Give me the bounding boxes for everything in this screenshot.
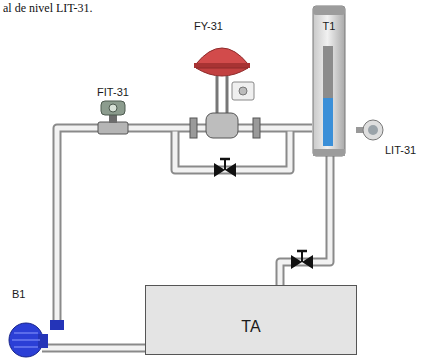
- process-pipe: [260, 128, 312, 129]
- pipe-bore: [57, 128, 90, 288]
- equipment-tag: TA: [146, 286, 356, 336]
- caption-fragment: al de nivel LIT-31.: [3, 1, 93, 16]
- pipe-bore: [136, 126, 190, 131]
- control-valve: FY-31: [190, 20, 260, 138]
- equipment-tag: FIT-31: [90, 86, 136, 99]
- return-valve: [291, 251, 313, 269]
- process-pipe: [64, 348, 145, 349]
- equipment-tag: B1: [4, 288, 64, 301]
- process-pipe: [57, 128, 90, 288]
- pipe-wall: [136, 124, 190, 133]
- pump: B1: [4, 288, 64, 360]
- control-valve-icon: [190, 20, 260, 138]
- equipment-tag: FY-31: [190, 20, 260, 33]
- supply-tank: TA: [145, 285, 357, 355]
- bypass-valve: [214, 159, 236, 177]
- process-pipe: [280, 156, 330, 285]
- pipe-wall: [64, 344, 145, 353]
- pipe-wall: [280, 156, 330, 285]
- pipe-bore: [260, 126, 312, 131]
- pipe-wall: [260, 124, 312, 133]
- flow-transmitter: FIT-31: [90, 86, 136, 140]
- level-tank: T1: [312, 6, 346, 156]
- level-transmitter: LIT-31: [356, 118, 422, 160]
- pipe-bore: [280, 156, 330, 285]
- equipment-tag: T1: [312, 6, 346, 33]
- process-pipe: [136, 128, 190, 129]
- equipment-tag: LIT-31: [385, 144, 422, 157]
- pipe-bore: [64, 346, 145, 351]
- pipe-wall: [57, 128, 90, 288]
